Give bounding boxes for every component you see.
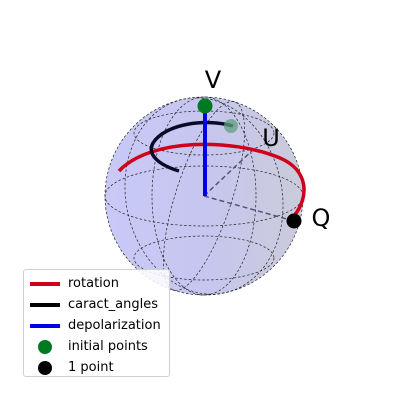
- legend-item-rotation: rotation: [30, 273, 163, 294]
- axis-label-v: V: [205, 66, 222, 94]
- legend-label-rotation: rotation: [68, 276, 119, 291]
- lower-latitude-ring: [133, 235, 275, 281]
- legend-label-one-point: 1 point: [68, 360, 114, 375]
- axis-label-q: Q: [312, 204, 331, 232]
- one-point-marker: [286, 213, 302, 229]
- legend-item-caract-angles: caract_angles: [30, 294, 163, 315]
- legend-swatch-one-point: [38, 360, 52, 375]
- legend-swatch-caract-angles: [30, 302, 60, 307]
- legend-item-one-point: 1 point: [30, 357, 163, 378]
- legend-item-initial-points: initial points: [30, 336, 163, 357]
- legend: rotation caract_angles depolarization in…: [23, 269, 170, 377]
- legend-label-depolarization: depolarization: [68, 318, 161, 333]
- u-axis-line: [203, 146, 257, 197]
- meridian-tilted-2: [124, 97, 284, 295]
- meridian-front: [151, 96, 257, 296]
- meridian-tilted-1: [163, 101, 245, 291]
- legend-swatch-depolarization: [30, 323, 60, 328]
- legend-swatch-rotation: [30, 281, 60, 286]
- legend-label-initial-points: initial points: [68, 339, 148, 354]
- axis-label-u: U: [262, 124, 280, 152]
- initial-point: [197, 98, 213, 114]
- faded-initial-point: [224, 119, 238, 133]
- legend-label-caract-angles: caract_angles: [68, 297, 159, 312]
- caract-angles-curve: [149, 120, 234, 173]
- legend-swatch-initial-points: [38, 339, 52, 354]
- legend-item-depolarization: depolarization: [30, 315, 163, 336]
